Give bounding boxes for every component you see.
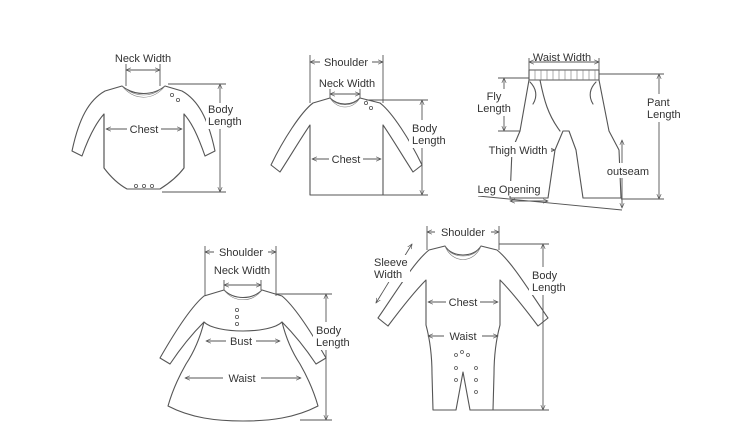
bodysuit-outline (71, 85, 216, 190)
tshirt-body-length-label-line1: Body (412, 123, 438, 135)
tshirt-body-length-label-line2: Length (412, 135, 446, 147)
tshirt-shoulder-label: Shoulder (324, 57, 368, 69)
dress-outline (159, 289, 327, 422)
romper-diagram: Shoulder Sleeve Width Chest Waist Body L… (370, 224, 573, 411)
romper-body-length-label-line2: Length (532, 282, 566, 294)
dress-diagram: Shoulder Neck Width Bust Waist Body Leng… (159, 244, 357, 422)
dress-bust-label: Bust (230, 336, 252, 348)
pants-pant-length-label-line2: Length (647, 109, 681, 121)
tshirt-neck-width-label: Neck Width (319, 78, 375, 90)
dress-body-length-label-line2: Length (316, 337, 350, 349)
dress-neck-width-label: Neck Width (214, 265, 270, 277)
bodysuit-body-length-label-line1: Body (208, 104, 234, 116)
romper-sleeve-width-label-line1: Sleeve (374, 257, 408, 269)
dress-body-length-label-line1: Body (316, 325, 342, 337)
bodysuit-diagram: Neck Width Chest Body Length (71, 53, 246, 192)
romper-sleeve-width-label-line2: Width (374, 269, 402, 281)
romper-outline (377, 245, 549, 411)
pants-diagram: Waist Width Fly Length Thigh Width Leg O… (474, 52, 688, 211)
dress-waist-label: Waist (228, 373, 255, 385)
pants-thigh-width-label: Thigh Width (489, 145, 548, 157)
pants-fly-length-label-line1: Fly (487, 91, 502, 103)
bodysuit-body-length-label-line2: Length (208, 116, 242, 128)
bodysuit-neck-width-label: Neck Width (115, 53, 171, 65)
dress-shoulder-label: Shoulder (219, 247, 263, 259)
pants-fly-length-label-line2: Length (477, 103, 511, 115)
pants-waist-width-label: Waist Width (533, 52, 591, 64)
romper-chest-label: Chest (449, 297, 478, 309)
romper-shoulder-label: Shoulder (441, 227, 485, 239)
pants-outline (509, 69, 622, 199)
romper-waist-label: Waist (449, 331, 476, 343)
romper-body-length-label-line1: Body (532, 270, 558, 282)
tshirt-diagram: Shoulder Neck Width Chest Body Length (270, 54, 453, 196)
tshirt-chest-label: Chest (332, 154, 361, 166)
tshirt-outline (270, 97, 423, 196)
pants-leg-opening-label: Leg Opening (478, 184, 541, 196)
pants-outseam-label: outseam (607, 166, 649, 178)
bodysuit-chest-label: Chest (130, 124, 159, 136)
pants-pant-length-label-line1: Pant (647, 97, 670, 109)
